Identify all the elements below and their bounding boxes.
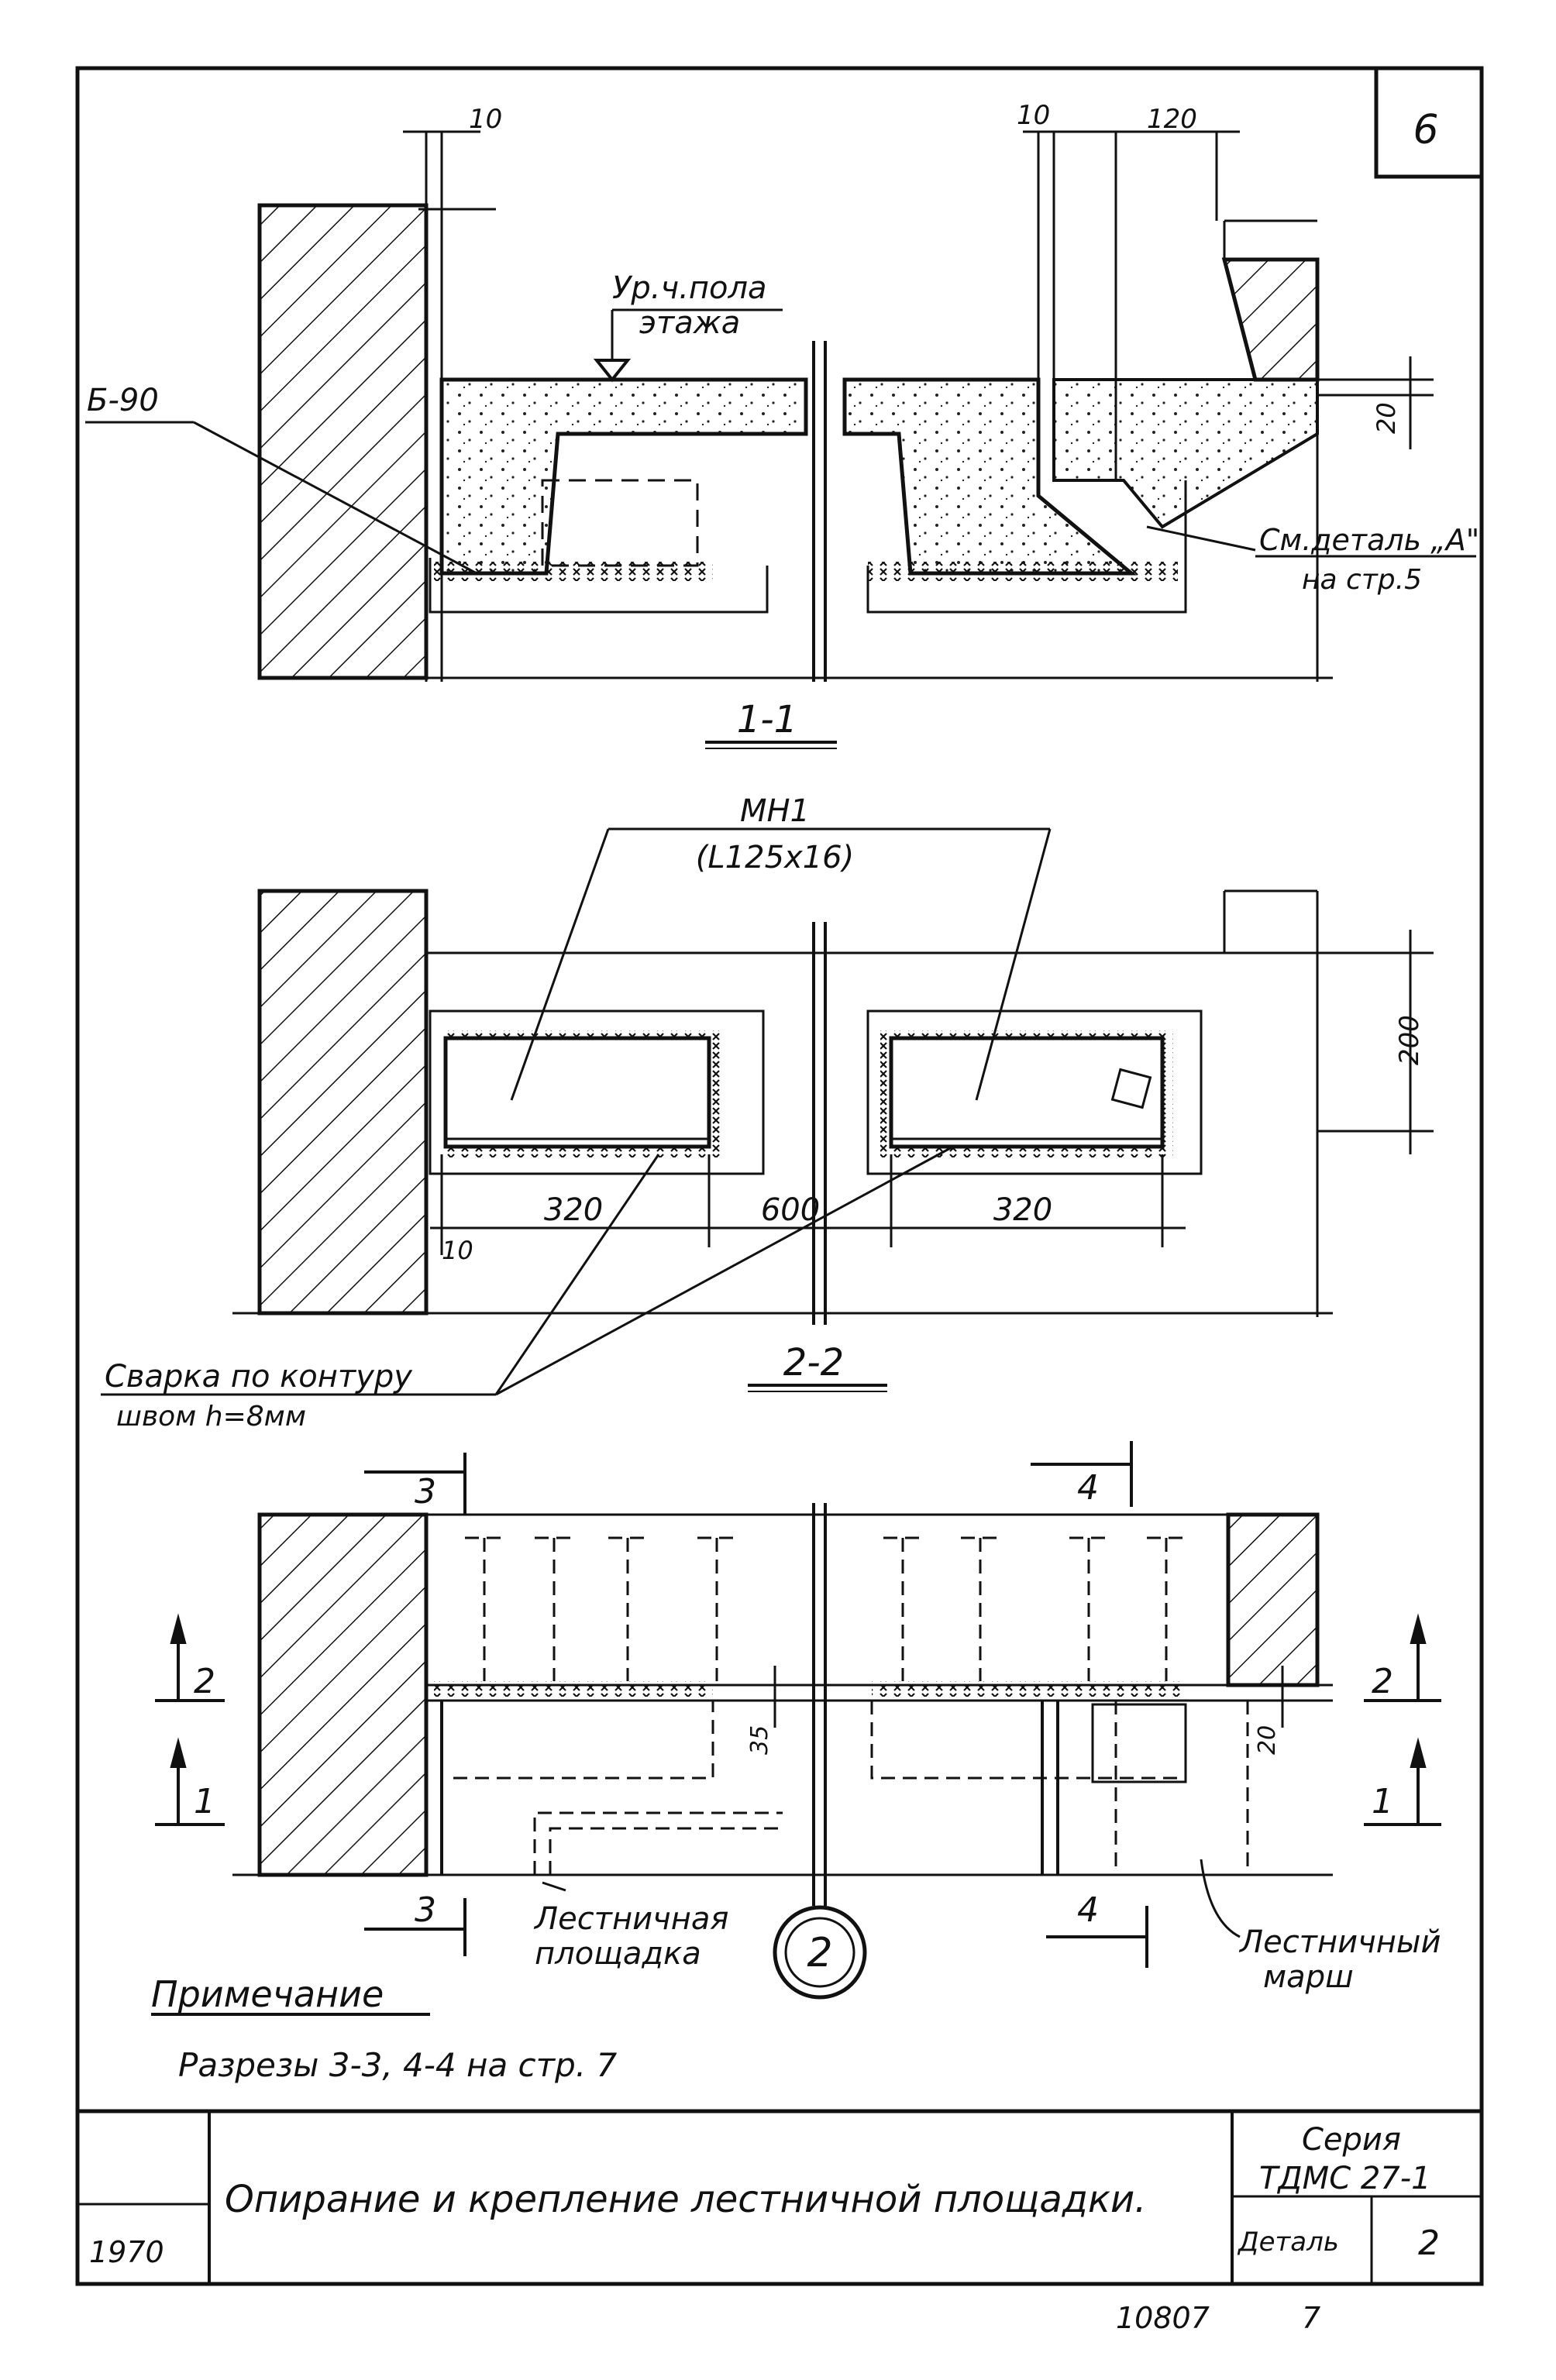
- mark-3-top: 3: [415, 1472, 436, 1512]
- section-1-1-title: 1-1: [737, 698, 797, 741]
- weld-label-2: швом h=8мм: [116, 1401, 306, 1432]
- level-label-2: этажа: [639, 305, 740, 341]
- section-2-2: 200 320 600 320 10 МН1 (L125x16: [101, 793, 1434, 1432]
- plate-left: [443, 1036, 711, 1149]
- ref-label-2: на стр.5: [1302, 564, 1422, 596]
- note-title: Примечание: [151, 1973, 384, 2015]
- section-1-1: 10 10 120 20 Ур.ч.пола этажа Б-90 См.дет…: [85, 100, 1479, 749]
- plan-view: 2 3 3 4 4 2 1 2 1: [155, 1441, 1441, 2000]
- part-label-mn1: МН1: [740, 793, 810, 829]
- detail-label: Деталь: [1237, 2227, 1339, 2258]
- plate-right: [889, 1036, 1165, 1149]
- dim-10-left: 10: [469, 104, 502, 135]
- drawing-title: Опирание и крепление лестничной площадки…: [225, 2178, 1146, 2221]
- weld-label-1: Сварка по контуру: [105, 1359, 413, 1395]
- series-label: Серия: [1302, 2122, 1401, 2158]
- year: 1970: [89, 2235, 164, 2269]
- mark-1-right: 1: [1372, 1782, 1393, 1821]
- series-value: ТДМС 27-1: [1259, 2161, 1431, 2196]
- section-2-2-title: 2-2: [783, 1341, 844, 1384]
- doc-number: 10807: [1116, 2301, 1210, 2335]
- landing-label-2: площадка: [535, 1936, 701, 1972]
- embed-right: [868, 562, 1178, 581]
- note-block: Примечание Разрезы 3-3, 4-4 на стр. 7: [151, 1973, 617, 2084]
- mark-3-bottom: 3: [415, 1890, 436, 1930]
- dim-10-2-2: 10: [442, 1236, 473, 1265]
- mark-4-bottom: 4: [1077, 1890, 1099, 1930]
- mark-2-left: 2: [194, 1662, 215, 1701]
- part-label-angle: (L125x16): [696, 840, 854, 875]
- sheet-frame: [75, 66, 1484, 2286]
- dim-200: 200: [1394, 1015, 1425, 1065]
- mark-1-left: 1: [194, 1782, 215, 1821]
- ref-label-1: См.деталь „А": [1259, 523, 1479, 557]
- flight-label-1: Лестничный: [1238, 1924, 1441, 1960]
- mark-4-top: 4: [1077, 1468, 1099, 1508]
- level-label-1: Ур.ч.пола: [612, 270, 767, 306]
- sheet-number-box: 6: [1374, 66, 1484, 179]
- dim-20-plan: 20: [1254, 1725, 1281, 1755]
- dim-35: 35: [746, 1725, 773, 1755]
- dim-320-right: 320: [993, 1192, 1052, 1228]
- dim-600: 600: [761, 1192, 820, 1228]
- part-label-b90: Б-90: [87, 383, 159, 418]
- title-block: 1970 Опирание и крепление лестничной пло…: [77, 2109, 1482, 2284]
- slab-1-1: [439, 377, 808, 576]
- flight-label-2: марш: [1263, 1959, 1354, 1995]
- callout-circle-label: 2: [807, 1930, 832, 1976]
- dim-20-1-1: 20: [1372, 402, 1401, 434]
- sheet-number: 6: [1413, 107, 1438, 153]
- wall-2-2: [257, 889, 429, 1316]
- callout-circle: [773, 1905, 867, 2000]
- page-number: 7: [1302, 2301, 1320, 2335]
- dim-10-right: 10: [1017, 100, 1050, 131]
- mark-2-right: 2: [1372, 1662, 1393, 1701]
- wall-1-1: [257, 203, 429, 680]
- dim-320-left: 320: [544, 1192, 603, 1228]
- landing-label-1: Лестничная: [533, 1901, 729, 1937]
- wall-plan: [257, 1512, 429, 1877]
- detail-value: 2: [1418, 2224, 1440, 2263]
- note-text: Разрезы 3-3, 4-4 на стр. 7: [178, 2046, 617, 2084]
- dim-120: 120: [1147, 104, 1197, 135]
